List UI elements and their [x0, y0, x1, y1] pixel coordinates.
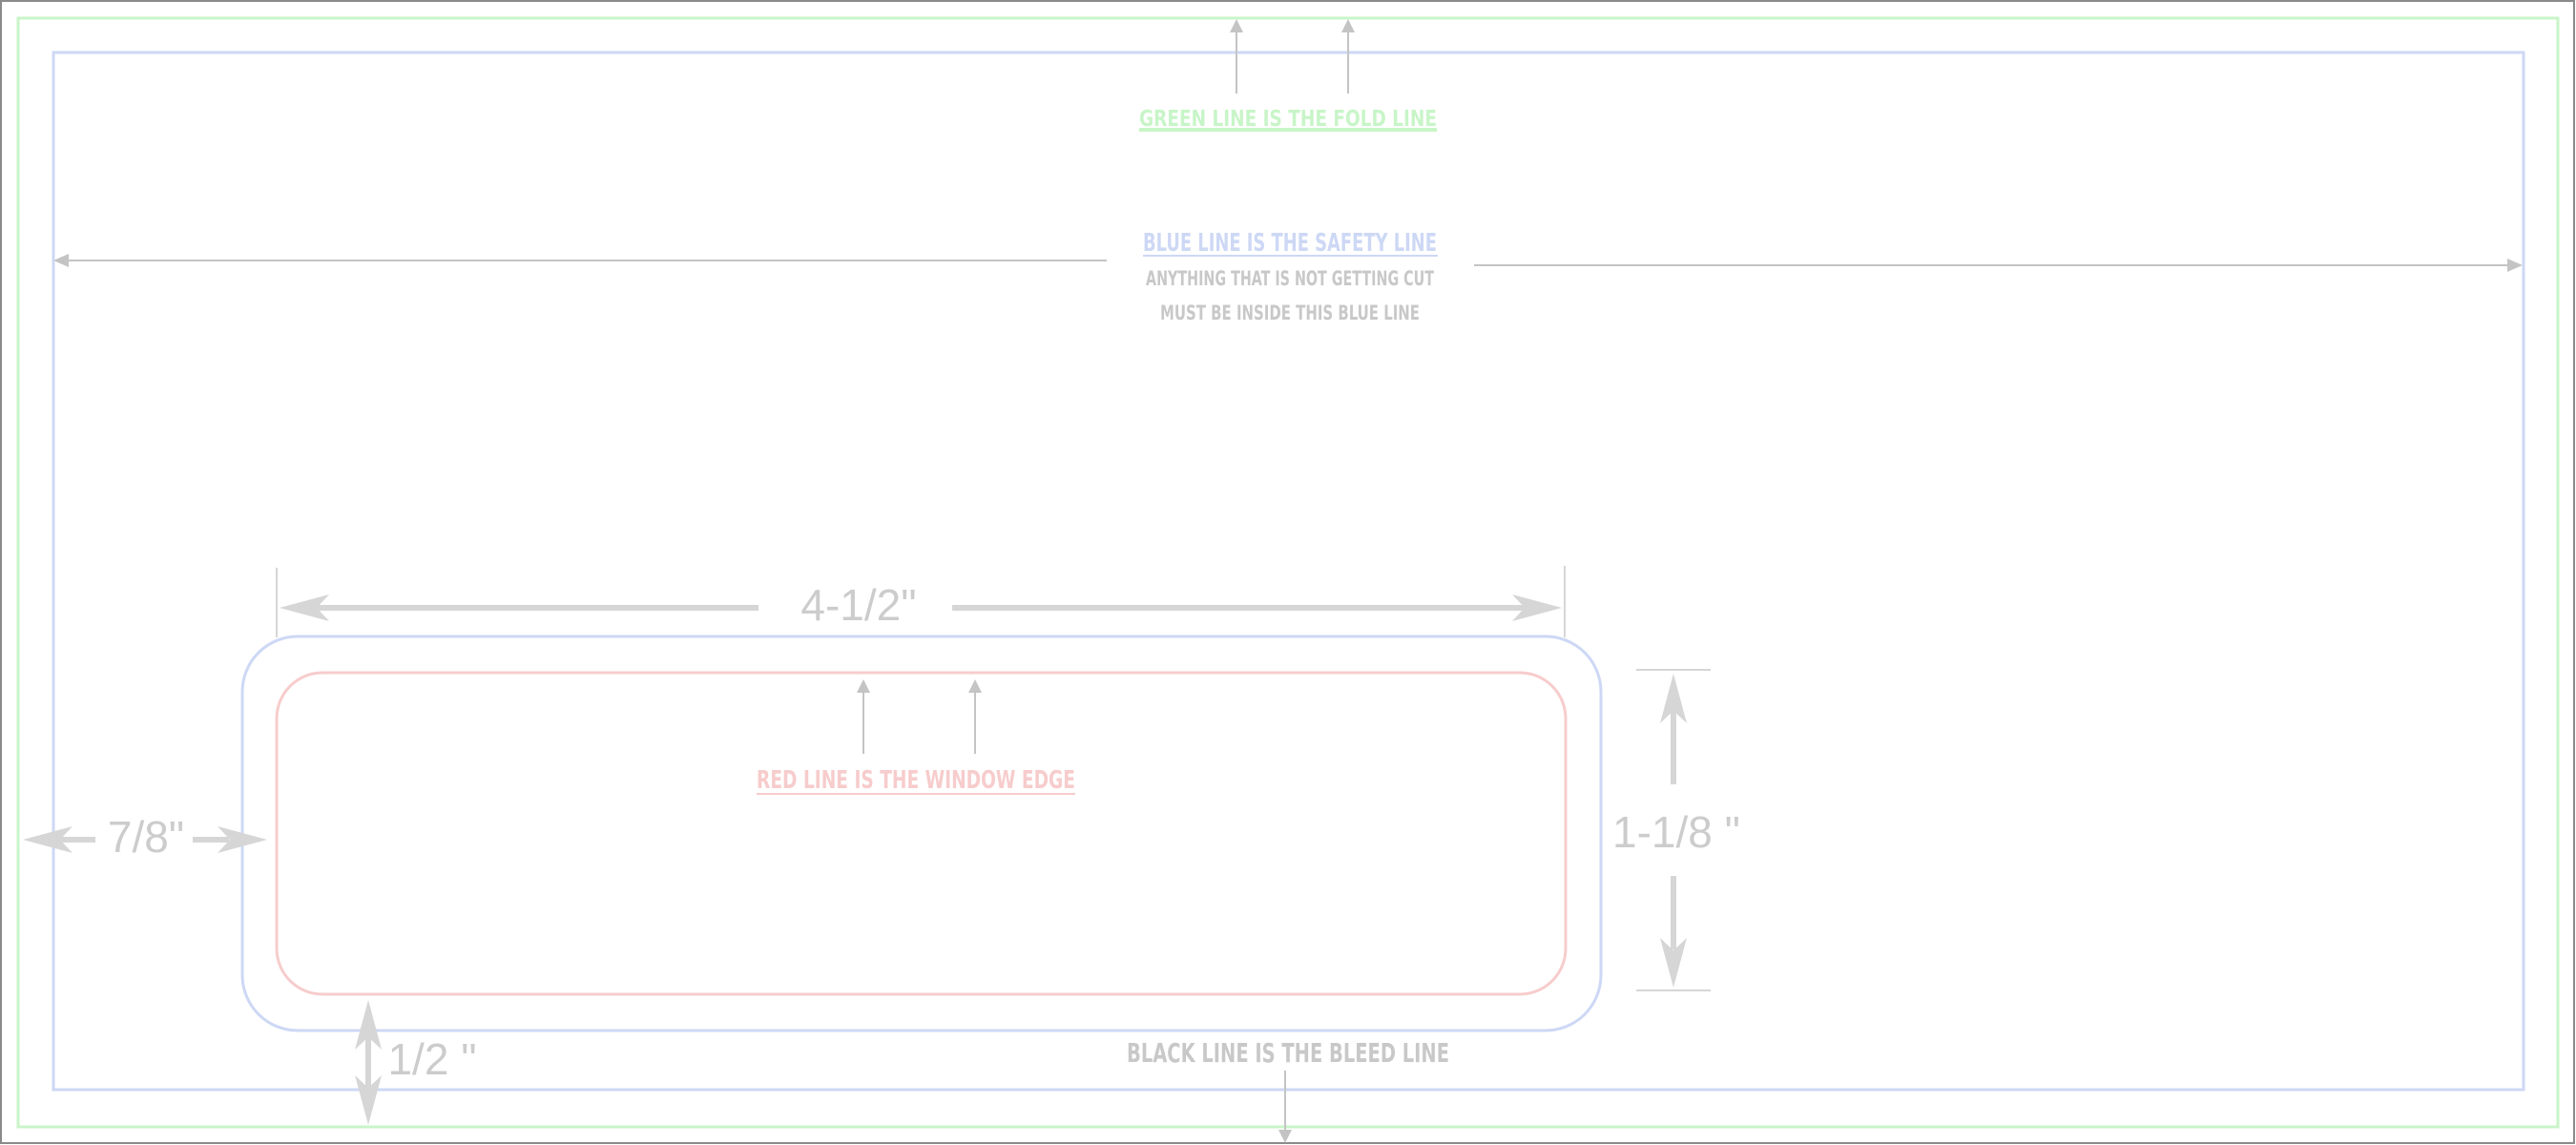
- safety-line-label: BLUE LINE IS THE SAFETY LINE: [1143, 229, 1437, 258]
- window-safety-line: [240, 635, 1603, 1032]
- safety-note-line-2: MUST BE INSIDE THIS BLUE LINE: [1160, 302, 1420, 324]
- window-edge-pointers: [857, 679, 982, 754]
- fold-line: [16, 16, 2560, 1129]
- window-edge-line: [275, 671, 1568, 996]
- fold-line-pointers: [1230, 19, 1355, 94]
- bottom-offset-label: 1/2 ": [387, 1034, 476, 1084]
- safety-line-pointers: [53, 254, 2523, 272]
- bleed-line-pointer: [1278, 1071, 1292, 1143]
- left-offset-label: 7/8": [108, 812, 184, 862]
- window-width-label: 4-1/2": [800, 580, 916, 630]
- window-width-dimension: [276, 566, 1566, 637]
- window-edge-label: RED LINE IS THE WINDOW EDGE: [757, 766, 1075, 795]
- bottom-offset-dimension: [355, 1000, 382, 1125]
- window-height-label: 1-1/8 ": [1612, 807, 1740, 857]
- safety-line: [52, 51, 2525, 1092]
- fold-line-label: GREEN LINE IS THE FOLD LINE: [1139, 107, 1437, 132]
- bleed-line-label: BLACK LINE IS THE BLEED LINE: [1127, 1037, 1449, 1069]
- safety-note-line-1: ANYTHING THAT IS NOT GETTING CUT: [1146, 267, 1434, 290]
- window-height-dimension: [1636, 669, 1711, 991]
- left-offset-dimension: [23, 826, 267, 853]
